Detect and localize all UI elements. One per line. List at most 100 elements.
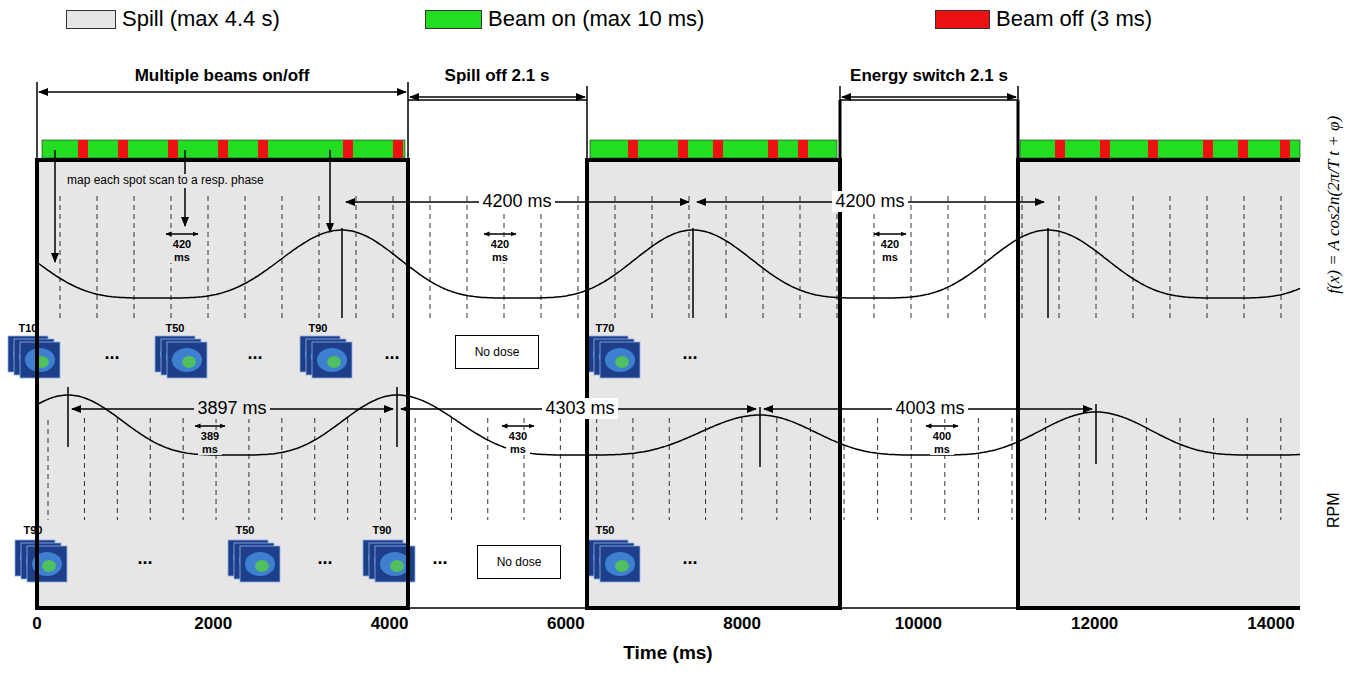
phase-line — [615, 196, 616, 318]
gap-line — [1017, 100, 1020, 160]
phase-line — [1280, 418, 1281, 520]
phase-label: T50 — [596, 524, 615, 537]
box-text: No dose — [497, 555, 542, 569]
ellipsis: ... — [682, 343, 697, 364]
phase-line — [844, 418, 845, 520]
phase-line — [1213, 418, 1214, 520]
phase-line — [150, 418, 151, 520]
legend-swatch — [935, 10, 990, 29]
beam-off-mark — [258, 140, 268, 158]
box-text: No dose — [475, 345, 520, 359]
no-dose-box: No dose — [477, 545, 561, 579]
beam-off-mark — [78, 140, 88, 158]
ct-dose — [615, 560, 629, 572]
phase-label: T90 — [309, 322, 328, 335]
beam-off-mark — [1203, 140, 1213, 158]
phase-label: T90 — [24, 524, 43, 537]
phase-line — [1180, 418, 1181, 520]
phase-line — [726, 196, 727, 318]
beam-off-mark — [1100, 140, 1110, 158]
phase-line — [248, 418, 249, 520]
phase-line — [1244, 196, 1245, 318]
phase-line — [1281, 196, 1282, 318]
axis-title: Time (ms) — [623, 642, 712, 664]
ct-slice — [600, 342, 640, 378]
phase-line — [393, 196, 394, 318]
gap-borders — [408, 100, 1018, 608]
phase-line — [451, 418, 452, 520]
ct-dose — [615, 356, 629, 368]
spill-border — [1018, 160, 1300, 608]
tick-label: 2000 — [194, 614, 232, 634]
phase-line — [541, 196, 542, 318]
tick-label: 12000 — [1071, 614, 1118, 634]
legend-text: Spill (max 4.4 s) — [122, 6, 280, 31]
gap-line — [408, 607, 587, 609]
phase-label: T10 — [19, 322, 38, 335]
beam-off-mark — [118, 140, 128, 158]
phase-line — [430, 196, 431, 318]
ct-dose — [255, 560, 269, 572]
phase-line — [763, 196, 764, 318]
duration-label: 3897 ms — [194, 398, 269, 419]
note: map each spot scan to a resp. phase — [64, 174, 267, 188]
peak-line — [692, 228, 694, 318]
phase-label: T70 — [596, 322, 615, 335]
ellipsis: ... — [317, 548, 332, 569]
phase-label: T50 — [236, 524, 255, 537]
legend-swatch — [425, 10, 482, 29]
phase-line — [800, 196, 801, 318]
no-dose-box: No dose — [455, 335, 539, 369]
span-tick — [407, 82, 409, 160]
span-tick — [36, 82, 38, 160]
period-arrow — [502, 425, 534, 427]
span-tick — [586, 86, 588, 160]
phase-line — [652, 196, 653, 318]
tick-label: 4000 — [371, 614, 409, 634]
phase-line — [487, 418, 488, 520]
peak-line — [67, 387, 69, 447]
phase-line — [705, 418, 706, 520]
beam-off-mark — [798, 140, 808, 158]
beam-on-bar — [1020, 140, 1300, 158]
spill-border — [37, 160, 408, 608]
ellipsis: ... — [682, 548, 697, 569]
formula: f(x) = A cos2n(2π/T t + φ) — [1324, 116, 1344, 294]
duration-label: 420 ms — [170, 238, 194, 263]
phase-line — [837, 196, 838, 318]
gap-line — [839, 100, 842, 160]
spill-regions — [37, 160, 1300, 608]
duration-label: 389 ms — [198, 430, 222, 455]
span-tick — [839, 86, 841, 100]
tick-label: 6000 — [547, 614, 585, 634]
phase-line — [874, 196, 875, 318]
span-arrow — [842, 96, 1016, 98]
spill-region — [587, 160, 840, 608]
duration-label: 4200 ms — [832, 191, 907, 212]
tick-label: 0 — [32, 614, 41, 634]
phase-line — [282, 196, 283, 318]
ct-slice — [27, 546, 67, 582]
duration-label: 4003 ms — [892, 398, 967, 419]
phase-line — [776, 418, 777, 520]
beam-on-bar — [590, 140, 837, 158]
period-arrow — [926, 425, 958, 427]
ct-dose — [182, 356, 196, 368]
curves-and-marks — [8, 140, 1300, 582]
phase-line — [281, 418, 282, 520]
beam-off-mark — [713, 140, 723, 158]
phase-line — [60, 196, 61, 318]
phase-label: T90 — [373, 524, 392, 537]
spill-region — [1018, 160, 1300, 608]
span-label: Spill off 2.1 s — [445, 66, 550, 86]
phase-label: T50 — [166, 322, 185, 335]
phase-line — [1079, 418, 1080, 520]
phase-line — [356, 196, 357, 318]
phase-line — [319, 196, 320, 318]
ellipsis: ... — [247, 343, 262, 364]
ct-dose — [390, 560, 404, 572]
mapping-arrow — [54, 150, 56, 262]
spill-border — [587, 160, 840, 608]
axis-name: RPM — [1325, 492, 1343, 528]
phase-line — [1045, 418, 1046, 520]
